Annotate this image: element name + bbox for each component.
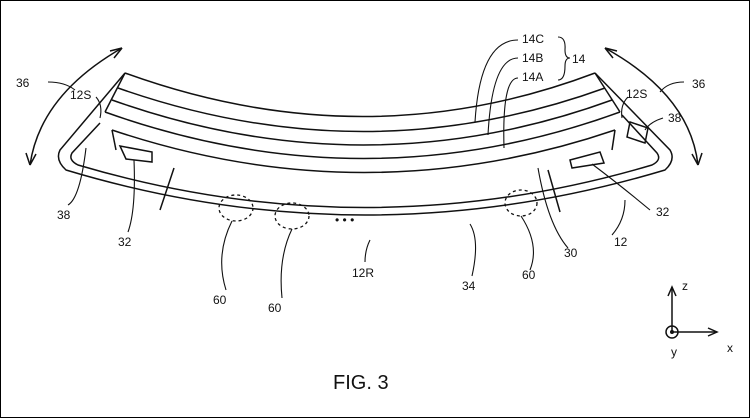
- axis-label-z: z: [682, 279, 688, 293]
- label-14: 14: [572, 52, 586, 66]
- label-30: 30: [564, 246, 578, 260]
- label-32-right: 32: [656, 205, 670, 219]
- components-60: [218, 189, 538, 230]
- internal-structure: [111, 121, 649, 213]
- label-36-left: 36: [16, 76, 30, 90]
- axis-label-y: y: [671, 345, 677, 359]
- label-36-right: 36: [692, 77, 706, 91]
- label-12s-right: 12S: [626, 87, 647, 101]
- display-layers: [104, 72, 621, 160]
- label-32-left: 32: [118, 235, 132, 249]
- leader-lines: [47, 36, 685, 299]
- axis-label-x: x: [727, 341, 733, 355]
- axes-indicator: [665, 285, 719, 339]
- label-12r: 12R: [352, 266, 374, 280]
- label-12s-left: 12S: [70, 88, 91, 102]
- label-38-left: 38: [57, 208, 71, 222]
- label-60-c: 60: [522, 268, 536, 282]
- label-14c: 14C: [522, 32, 544, 46]
- label-14b: 14B: [522, 51, 543, 65]
- ellipsis-dots: • • •: [335, 213, 354, 227]
- housing: [57, 72, 673, 216]
- figure-caption: FIG. 3: [333, 372, 389, 394]
- label-14a: 14A: [522, 70, 543, 84]
- label-34: 34: [462, 279, 476, 293]
- label-60-b: 60: [268, 301, 282, 315]
- label-12: 12: [614, 235, 628, 249]
- label-60-a: 60: [213, 293, 227, 307]
- rotation-arrow-left: [25, 47, 123, 166]
- label-38-right: 38: [668, 111, 682, 125]
- rotation-arrow-right: [604, 47, 703, 166]
